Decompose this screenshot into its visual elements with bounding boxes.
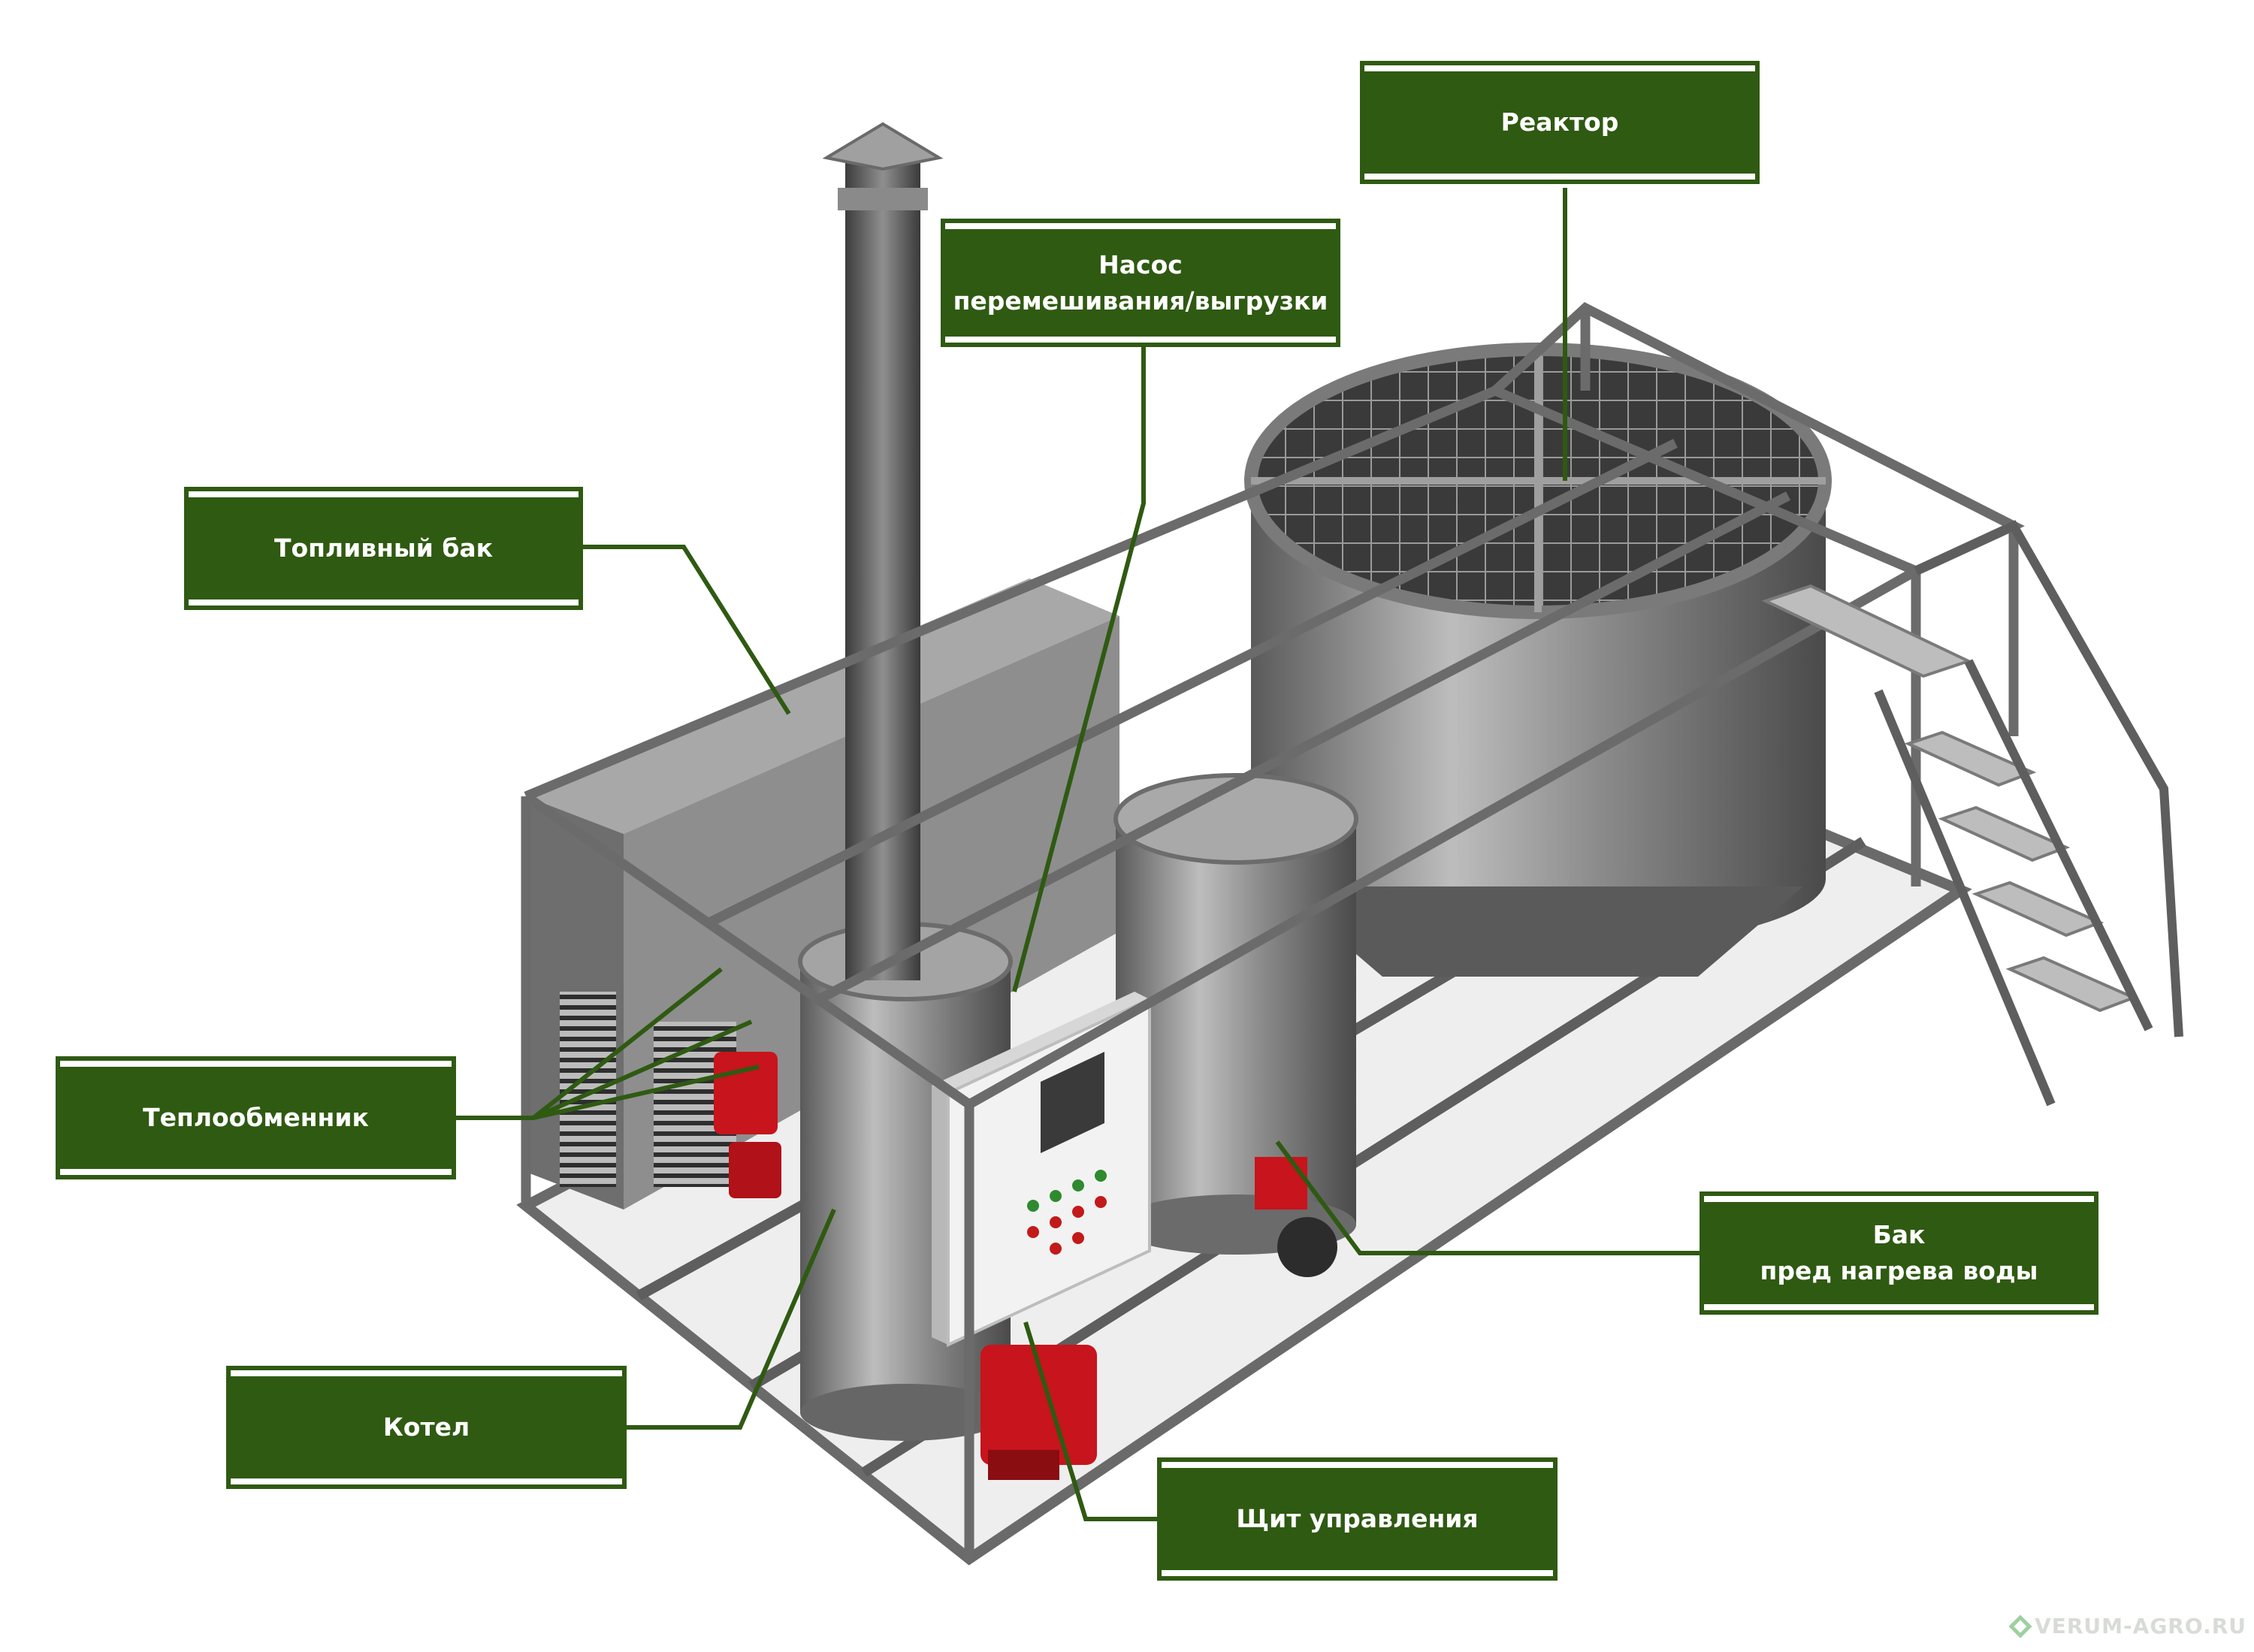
- label-control-panel-text: Щит управления: [1236, 1504, 1479, 1534]
- label-pump: Насос перемешивания/выгрузки: [941, 229, 1340, 337]
- label-fuel-tank-text: Топливный бак: [273, 533, 494, 563]
- label-fuel-tank: Топливный бак: [184, 497, 583, 599]
- watermark: VERUM-AGRO.RU: [2008, 1614, 2246, 1638]
- label-pump-text: Насос перемешивания/выгрузки: [953, 249, 1328, 316]
- label-boiler-text: Котел: [382, 1412, 470, 1442]
- leader-heat-exchanger-3: [533, 1065, 760, 1120]
- leader-control-panel: [1023, 1321, 1157, 1521]
- reactor-tank: [1244, 343, 1832, 977]
- label-heat-exchanger: Теплообменник: [56, 1067, 456, 1169]
- stairs: [1761, 520, 2183, 1107]
- label-water-tank-text: Бак пред нагрева воды: [1760, 1220, 2038, 1285]
- leader-heat-exchanger-2: [532, 1019, 753, 1120]
- leader-pump: [1012, 347, 1146, 992]
- chimney: [822, 122, 944, 980]
- leader-water-tank: [1275, 1140, 1700, 1255]
- leader-lines: [456, 188, 1700, 1521]
- label-reactor-text: Реактор: [1500, 107, 1619, 137]
- label-water-tank: Бак пред нагрева воды: [1700, 1202, 2098, 1304]
- diamond-logo-icon: [2008, 1614, 2032, 1638]
- label-boiler: Котел: [226, 1376, 627, 1478]
- heat-exchanger-pumps: [714, 1052, 1097, 1480]
- control-panel-cabinet: [932, 992, 1151, 1348]
- water-tank: [1113, 773, 1358, 1277]
- label-reactor: Реактор: [1360, 71, 1760, 174]
- label-heat-exchanger-text: Теплообменник: [143, 1103, 369, 1133]
- leader-boiler: [627, 1208, 836, 1430]
- label-control-panel: Щит управления: [1157, 1468, 1558, 1570]
- watermark-text: VERUM-AGRO.RU: [2035, 1614, 2246, 1638]
- leader-fuel-tank: [583, 545, 791, 715]
